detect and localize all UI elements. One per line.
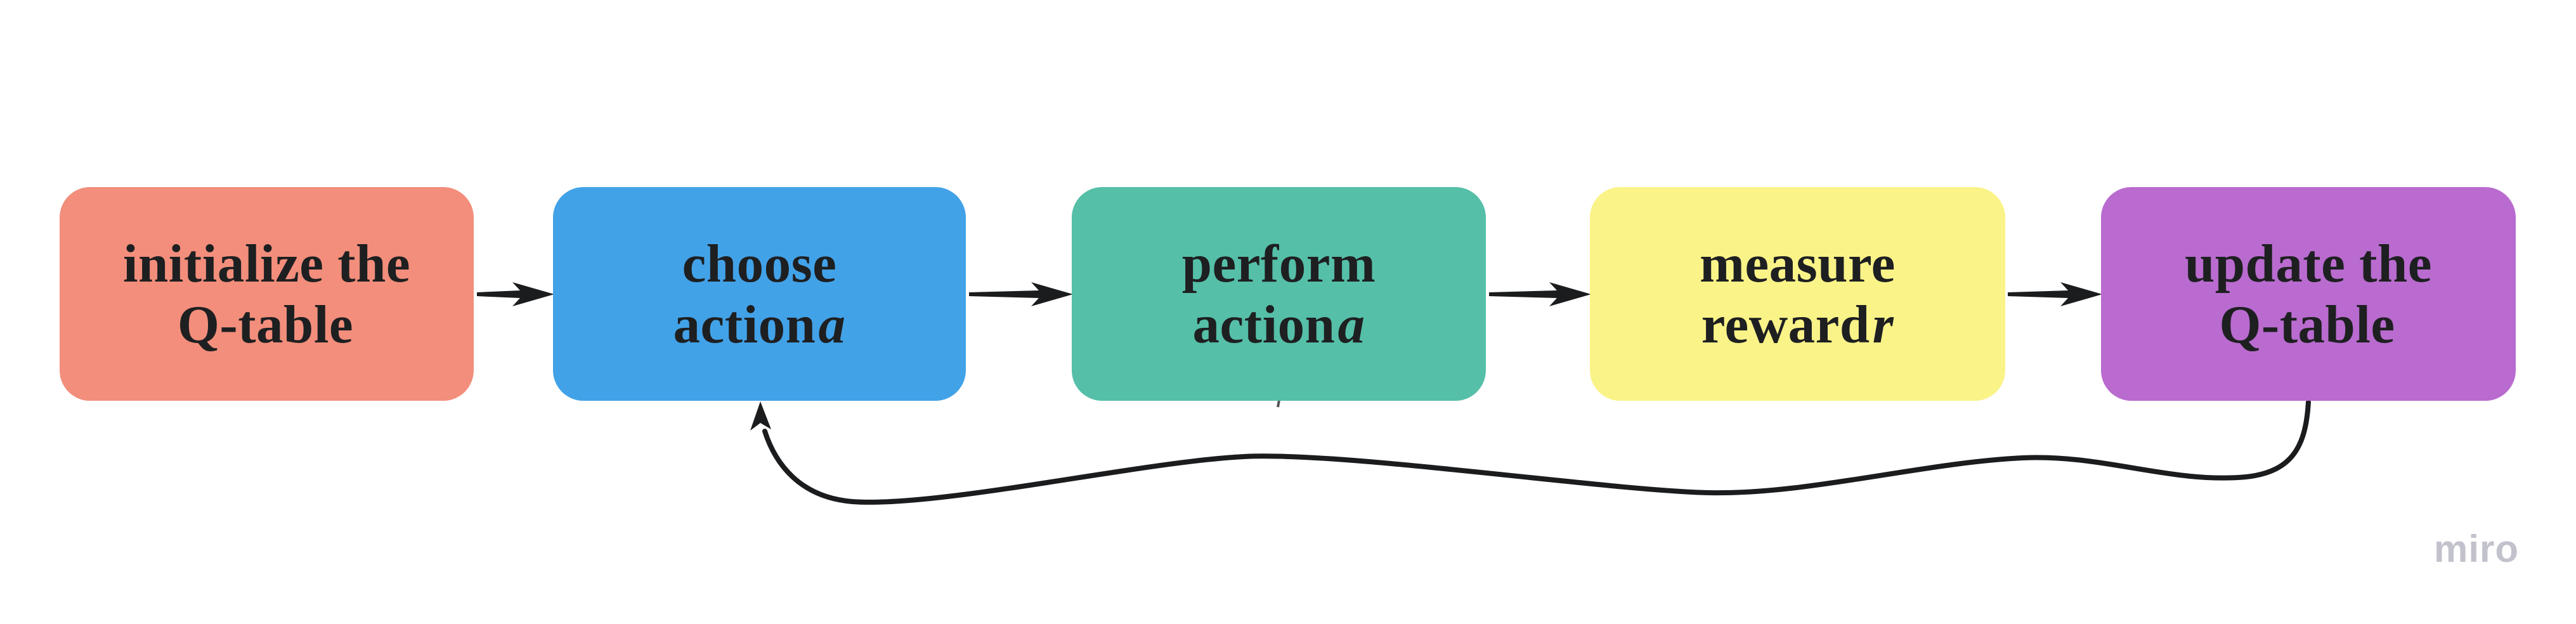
label-line1: perform: [1181, 233, 1376, 294]
arrow-right-icon: [2008, 282, 2102, 306]
label-variable: [353, 295, 356, 354]
connector-choose-to-perform[interactable]: [969, 282, 1073, 306]
label-variable: [2395, 295, 2398, 354]
miro-watermark: miro: [2434, 528, 2520, 570]
label-line2: action: [1192, 294, 1336, 354]
label-variable: r: [1872, 294, 1894, 354]
node-initialize-q-table[interactable]: initialize the Q-table: [60, 187, 474, 401]
label-line1: choose: [682, 233, 837, 294]
connector-update-to-choose-feedback[interactable]: [750, 400, 2311, 505]
node-label: choose actiona: [673, 233, 846, 355]
node-label: measure rewardr: [1700, 233, 1896, 355]
label-line2: Q-table: [2219, 294, 2395, 354]
arrow-right-icon: [969, 282, 1073, 306]
node-perform-action[interactable]: perform actiona: [1072, 187, 1486, 401]
connector-initialize-to-choose[interactable]: [477, 282, 554, 306]
connector-measure-to-update[interactable]: [2008, 282, 2102, 306]
node-label: update the Q-table: [2185, 233, 2432, 355]
node-choose-action[interactable]: choose actiona: [553, 187, 966, 401]
label-line1: measure: [1700, 233, 1896, 294]
label-line1: update the: [2185, 233, 2432, 294]
label-variable: a: [1337, 294, 1365, 354]
node-update-q-table[interactable]: update the Q-table: [2101, 187, 2516, 401]
label-line1: initialize the: [122, 233, 411, 294]
arrow-right-icon: [1489, 282, 1591, 306]
connector-stub-perform: [1277, 400, 1280, 408]
node-label: initialize the Q-table: [123, 233, 410, 355]
label-line2: Q-table: [177, 294, 354, 354]
label-variable: a: [818, 294, 846, 354]
connector-perform-to-measure[interactable]: [1489, 282, 1591, 306]
feedback-curve: [762, 400, 2311, 505]
node-measure-reward[interactable]: measure rewardr: [1590, 187, 2005, 401]
label-line2: action: [673, 294, 816, 354]
arrow-right-icon: [477, 282, 554, 306]
label-line2: reward: [1701, 294, 1870, 354]
node-label: perform actiona: [1182, 233, 1376, 355]
arrow-up-icon: [750, 401, 771, 431]
